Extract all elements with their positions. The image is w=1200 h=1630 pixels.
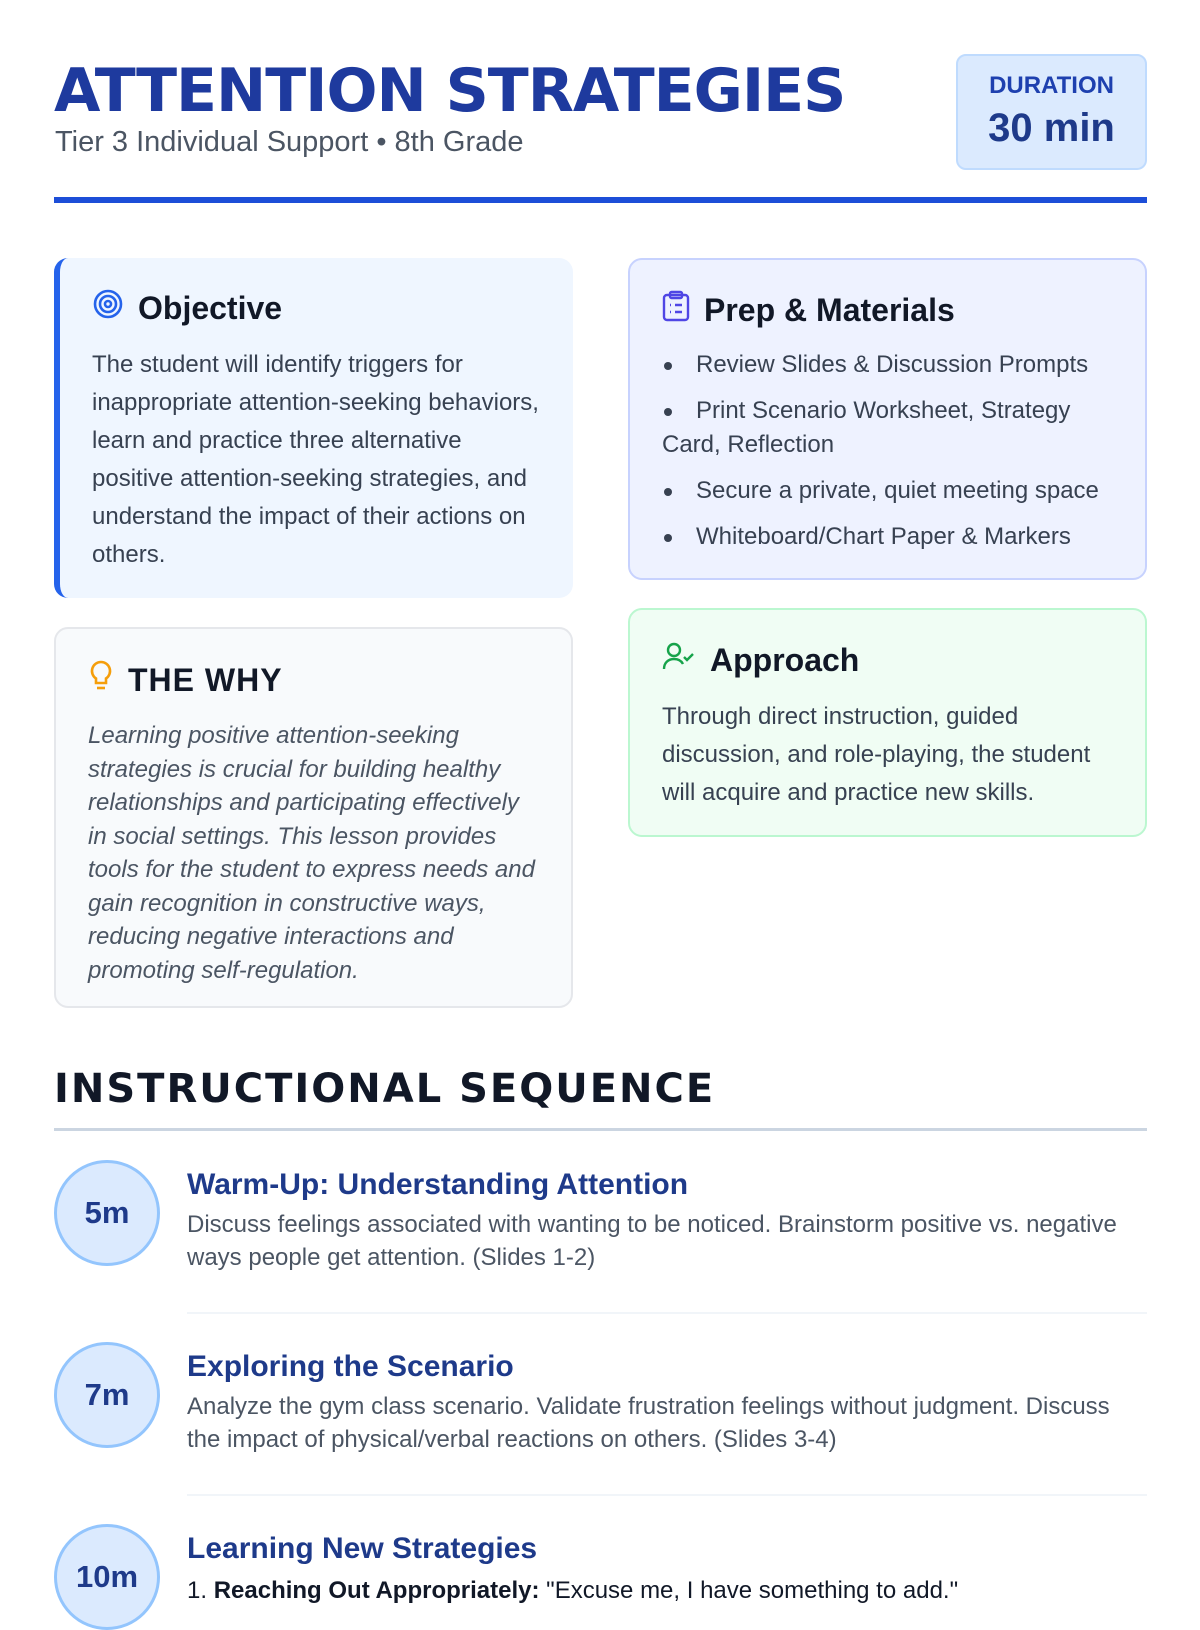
materials-list: Review Slides & Discussion Prompts Print… bbox=[662, 348, 1113, 554]
duration-label: DURATION bbox=[989, 72, 1114, 99]
why-title: THE WHY bbox=[128, 661, 283, 698]
approach-text: Through direct instruction, guided discu… bbox=[662, 703, 1091, 806]
step-text: Analyze the gym class scenario. Validate… bbox=[187, 1393, 1110, 1453]
why-text: Learning positive attention-seeking stra… bbox=[88, 722, 535, 984]
why-card: THE WHY Learning positive attention-seek… bbox=[54, 627, 573, 1008]
step-title: Learning New Strategies bbox=[187, 1532, 538, 1565]
duration-value: 30 min bbox=[988, 106, 1115, 150]
objective-title: Objective bbox=[138, 289, 283, 326]
user-check-icon bbox=[662, 640, 696, 680]
page-title: ATTENTION STRATEGIES bbox=[54, 56, 846, 126]
step-title: Warm-Up: Understanding Attention bbox=[187, 1168, 689, 1201]
sequence-divider bbox=[54, 1128, 1147, 1131]
clipboard-icon bbox=[662, 290, 690, 330]
approach-card: Approach Through direct instruction, gui… bbox=[628, 608, 1147, 837]
step-text: Discuss feelings associated with wanting… bbox=[187, 1211, 1117, 1271]
prep-card: Prep & Materials Review Slides & Discuss… bbox=[628, 258, 1147, 580]
list-item: Print Scenario Worksheet, Strategy Card,… bbox=[662, 394, 1113, 462]
objective-card: Objective The student will identify trig… bbox=[54, 258, 573, 598]
list-item: Whiteboard/Chart Paper & Markers bbox=[662, 520, 1113, 554]
header-divider bbox=[54, 197, 1147, 203]
sequence-heading: INSTRUCTIONAL SEQUENCE bbox=[54, 1066, 716, 1112]
objective-text: The student will identify triggers for i… bbox=[92, 351, 539, 568]
step-time: 10m bbox=[54, 1524, 160, 1630]
item-number: 1. bbox=[187, 1577, 208, 1604]
list-item: Secure a private, quiet meeting space bbox=[662, 474, 1113, 508]
prep-title: Prep & Materials bbox=[704, 291, 955, 328]
lightbulb-icon bbox=[88, 659, 114, 701]
step-time: 5m bbox=[54, 1160, 160, 1266]
strategy-item: 1. Reaching Out Appropriately: "Excuse m… bbox=[187, 1574, 1147, 1607]
target-icon bbox=[92, 288, 124, 328]
step-divider bbox=[187, 1312, 1147, 1314]
step-divider bbox=[187, 1494, 1147, 1496]
step-time: 7m bbox=[54, 1342, 160, 1448]
approach-title: Approach bbox=[710, 641, 860, 678]
step-title: Exploring the Scenario bbox=[187, 1350, 514, 1383]
list-item: Review Slides & Discussion Prompts bbox=[662, 348, 1113, 382]
page-subtitle: Tier 3 Individual Support • 8th Grade bbox=[55, 126, 524, 158]
duration-badge: DURATION 30 min bbox=[956, 54, 1147, 170]
